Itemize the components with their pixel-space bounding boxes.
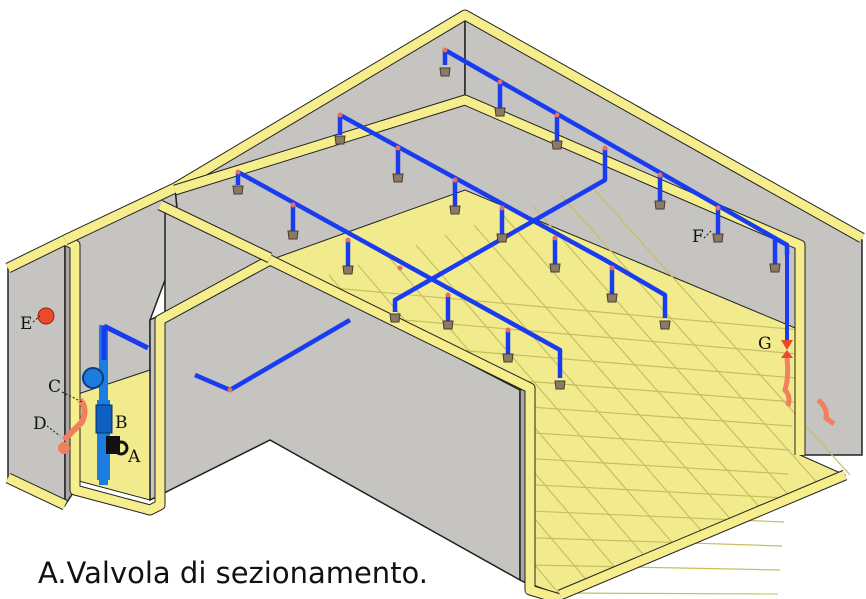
label-f: F: [692, 227, 704, 247]
wall-top: [63, 10, 865, 245]
sprinkler-head-icon: [769, 263, 781, 273]
sprinkler-head-icon: [287, 230, 299, 240]
drain-outlet: [816, 398, 836, 426]
floor-grid-line: [502, 214, 764, 512]
sprinkler-head-icon: [606, 293, 618, 303]
leader-f: [703, 229, 713, 239]
pipe-fitting: [657, 172, 663, 178]
sprinkler-head-icon: [712, 233, 724, 243]
floor-grid-line: [531, 204, 793, 500]
label-g: G: [758, 334, 772, 354]
leader-d: [46, 425, 61, 437]
label-c: C: [48, 377, 61, 397]
alarm-bell: [37, 307, 55, 325]
floor-grid-line: [529, 564, 781, 571]
sprinkler-pipe: [338, 113, 668, 318]
label-a: A: [127, 447, 141, 467]
pipe-fitting: [609, 265, 615, 271]
wall-top: [158, 200, 272, 263]
pipe-fitting: [227, 387, 233, 393]
callouts: A B C D E F G: [20, 227, 772, 467]
riser-top-run: [102, 323, 150, 351]
sprinkler-head-icon: [392, 173, 404, 183]
pipe-fitting: [235, 169, 241, 175]
test-valve-assembly: [781, 255, 836, 426]
sprinkler-head-icon: [496, 233, 508, 243]
sprinkler-head-icon: [551, 140, 563, 150]
sprinkler-head-icon: [334, 135, 346, 145]
sprinkler-head-icon: [494, 107, 506, 117]
sprinkler-head-icon: [232, 185, 244, 195]
label-e: E: [20, 314, 32, 334]
label-d: D: [33, 414, 47, 434]
sprinkler-head-icon: [549, 263, 561, 273]
pipe-fitting: [452, 177, 458, 183]
pipe-fitting: [395, 145, 401, 151]
pipe-network: [194, 47, 790, 393]
pipe-fitting: [499, 205, 505, 211]
pipe-fitting: [442, 47, 448, 53]
floor-grid-line: [299, 284, 801, 331]
front-walls: [7, 238, 531, 587]
pipe-fitting: [337, 112, 343, 118]
sprinkler-head-icon: [389, 313, 401, 323]
gate-valve-wheel: [113, 440, 129, 456]
test-valve: [781, 340, 793, 358]
floor-grid-line: [473, 224, 735, 524]
sprinkler-head-icon: [554, 380, 566, 390]
sprinkler-head-icon: [659, 320, 671, 330]
sprinkler-pipe: [236, 170, 563, 378]
sprinkler-head-icon: [439, 67, 451, 77]
pipe-fitting: [445, 292, 451, 298]
pipe-fitting: [602, 145, 608, 151]
wall-top: [6, 235, 562, 599]
wall-left-outer: [7, 238, 66, 507]
sprinkler-head-icon: [342, 265, 354, 275]
pipe-fitting: [715, 205, 721, 211]
riser-assembly: [37, 307, 150, 485]
caption: A.Valvola di sezionamento.: [38, 556, 429, 590]
sprinkler-head-icon: [449, 205, 461, 215]
alarm-valve-body: [95, 404, 113, 434]
sprinkler-head-icon: [502, 353, 514, 363]
alarm-trim-fitting: [58, 442, 70, 454]
wall-top: [558, 470, 847, 599]
pipe-fitting: [345, 237, 351, 243]
sprinkler-head-icon: [654, 200, 666, 210]
pipe-fitting: [397, 265, 403, 271]
floor-grid-line: [560, 194, 822, 488]
pipe-fitting: [497, 79, 503, 85]
pipe-fitting: [290, 202, 296, 208]
wall-tops: [5, 9, 865, 599]
sprinkler-head-icon: [442, 320, 454, 330]
test-drain-hose: [782, 357, 792, 407]
floor-grid-line: [552, 592, 779, 595]
floor-grid-line: [506, 536, 783, 547]
alarm-trim: [61, 397, 88, 443]
leader-e: [32, 315, 41, 323]
pipe-fitting: [552, 235, 558, 241]
wall-top: [6, 473, 67, 510]
pipe-fitting: [554, 112, 560, 118]
wall-top: [173, 95, 805, 455]
pipe-fitting: [505, 327, 511, 333]
sprinkler-heads: [232, 67, 781, 390]
label-b: B: [115, 413, 128, 433]
riser-elbow: [82, 367, 104, 389]
floor-grid-line: [589, 184, 851, 476]
